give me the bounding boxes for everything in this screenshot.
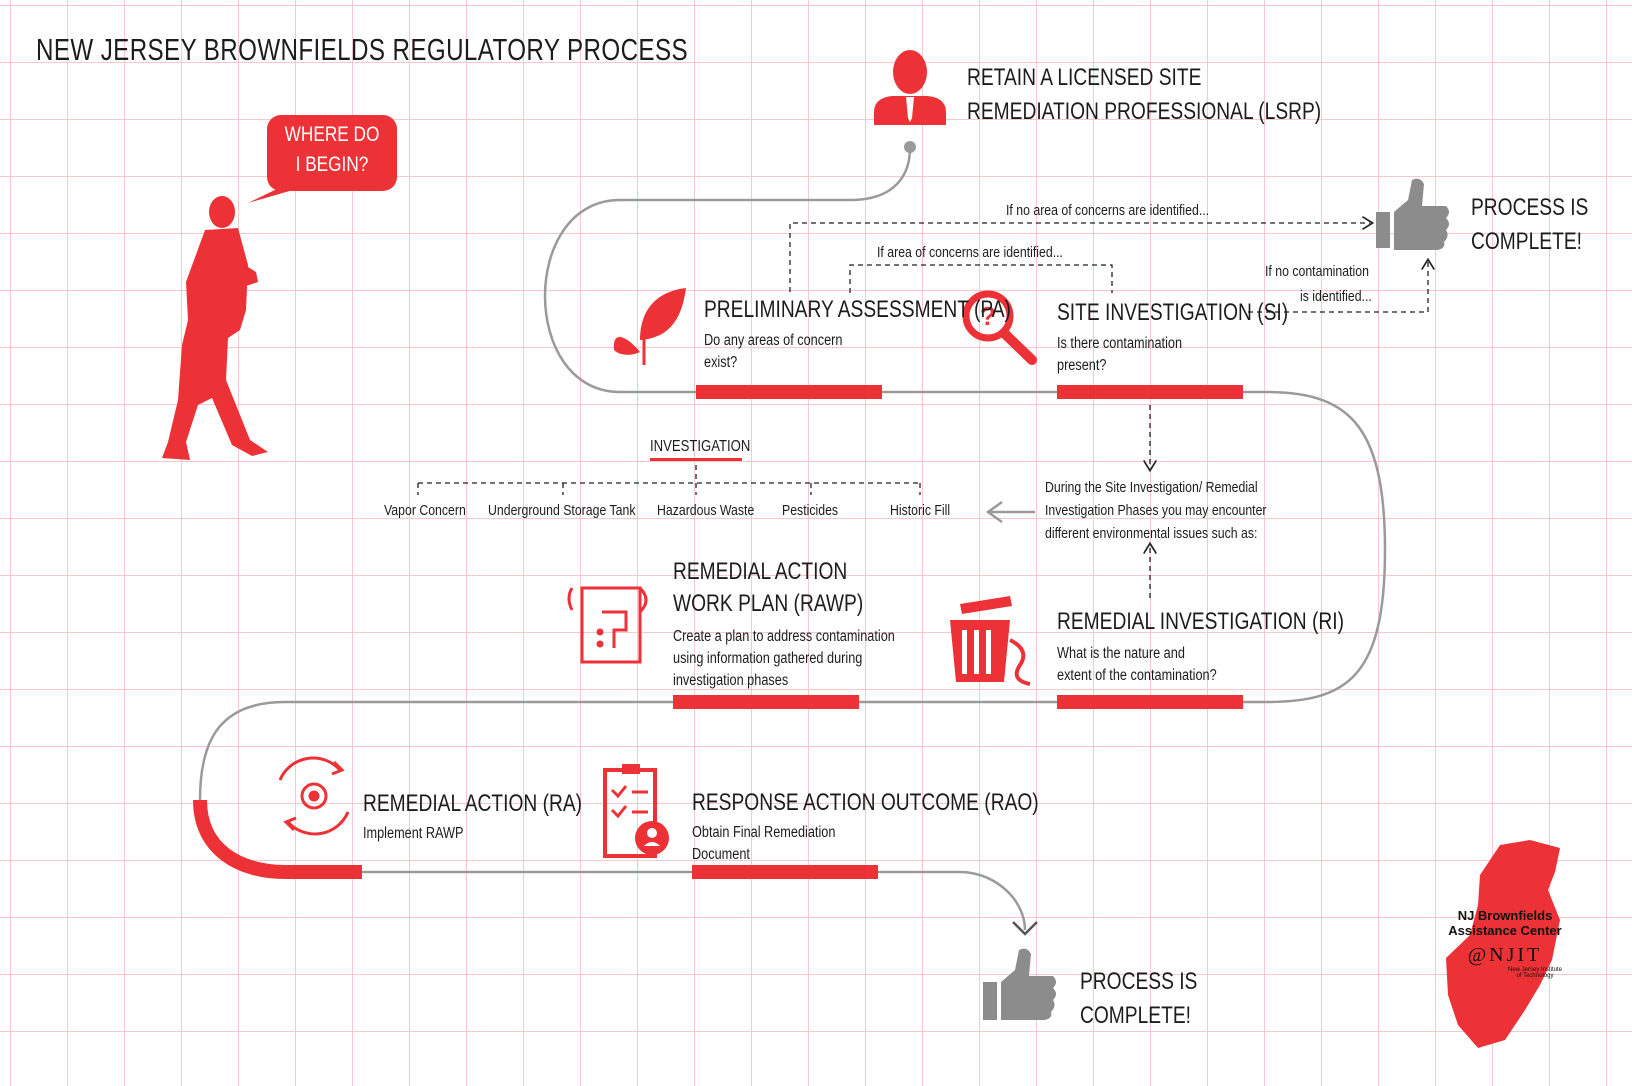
pa-desc-2: exist?	[704, 354, 738, 371]
speech-bubble	[248, 115, 397, 203]
no-aoc-branch-label: If no area of concerns are identified...	[1006, 202, 1210, 219]
investigation-heading: INVESTIGATION	[650, 438, 751, 455]
ra-desc-1: Implement RAWP	[363, 825, 464, 842]
pa-title: PRELIMINARY ASSESSMENT (PA)	[704, 296, 1011, 323]
path-start-dot	[904, 141, 916, 153]
person-tie-icon	[874, 50, 946, 125]
page-title: NEW JERSEY BROWNFIELDS REGULATORY PROCES…	[36, 32, 688, 67]
bubble-line-2: I BEGIN?	[295, 153, 369, 176]
aoc-branch-label: If area of concerns are identified...	[877, 244, 1063, 261]
svg-text:?: ?	[980, 301, 996, 331]
no-contam-branch-line	[1248, 262, 1428, 313]
investigation-underline	[650, 458, 742, 461]
investigation-item-vapor: Vapor Concern	[384, 502, 466, 519]
investigation-item-hazardous: Hazardous Waste	[657, 502, 755, 519]
investigation-tree	[417, 465, 921, 495]
rao-bar	[692, 865, 878, 879]
complete-top-line-2: COMPLETE!	[1471, 228, 1582, 255]
si-desc-2: present?	[1057, 357, 1107, 374]
ra-bar	[193, 799, 362, 879]
rawp-title-2: WORK PLAN (RAWP)	[673, 590, 864, 617]
complete-top-line-1: PROCESS IS	[1471, 194, 1589, 221]
complete-bottom-line-1: PROCESS IS	[1080, 968, 1198, 995]
ri-desc-2: extent of the contamination?	[1057, 667, 1217, 684]
thumbs-up-icon-top	[1376, 178, 1449, 250]
no-aoc-branch-line	[789, 223, 1370, 292]
investigation-item-fill: Historic Fill	[890, 502, 951, 519]
aoc-branch-line	[849, 264, 1113, 293]
rawp-desc-1: Create a plan to address contamination	[673, 628, 895, 645]
lsrp-title-line-1: RETAIN A LICENSED SITE	[967, 64, 1202, 91]
investigation-item-ust: Underground Storage Tank	[488, 502, 636, 519]
no-contam-label-2: is identified...	[1300, 288, 1372, 305]
ra-title: REMEDIAL ACTION (RA)	[363, 790, 583, 817]
investigation-item-pesticides: Pesticides	[782, 502, 839, 519]
nj-state-map-icon	[1446, 840, 1560, 1048]
ri-bar	[1057, 695, 1243, 709]
bubble-line-1: WHERE DO	[284, 123, 380, 146]
logo-sub-2: of Technology	[1516, 973, 1554, 979]
rao-desc-1: Obtain Final Remediation	[692, 824, 836, 841]
path-end-arrow	[1012, 921, 1038, 936]
leaf-icon	[613, 288, 686, 365]
rawp-desc-3: investigation phases	[673, 672, 789, 689]
rao-title: RESPONSE ACTION OUTCOME (RAO)	[692, 789, 1039, 816]
si-desc-1: Is there contamination	[1057, 335, 1183, 352]
thumbs-up-icon-bottom	[983, 948, 1056, 1020]
ri-title: REMEDIAL INVESTIGATION (RI)	[1057, 608, 1344, 635]
rawp-title-1: REMEDIAL ACTION	[673, 558, 848, 585]
lsrp-title-line-2: REMEDIATION PROFESSIONAL (LSRP)	[967, 98, 1322, 125]
issues-note-3: different environmental issues such as:	[1045, 525, 1258, 542]
blueprint-icon	[567, 586, 648, 664]
ri-desc-1: What is the nature and	[1057, 645, 1185, 662]
logo-brand: @NJIT	[1467, 944, 1543, 966]
logo-sub-1: New Jersey Institute	[1507, 967, 1563, 973]
issues-note-2: Investigation Phases you may encounter	[1045, 502, 1267, 519]
complete-bottom-line-2: COMPLETE!	[1080, 1002, 1191, 1029]
no-contam-label-1: If no contamination	[1265, 263, 1369, 280]
rao-desc-2: Document	[692, 846, 750, 863]
rawp-bar	[673, 695, 859, 709]
si-bar	[1057, 385, 1243, 399]
issues-arrow	[985, 500, 1035, 524]
magnifier-question-icon: ?	[962, 290, 1037, 365]
rawp-desc-2: using information gathered during	[673, 650, 863, 667]
njit-logo: NJ Brownfields Assistance Center @NJIT N…	[1430, 908, 1580, 979]
pa-bar	[696, 385, 882, 399]
issues-note-1: During the Site Investigation/ Remedial	[1045, 479, 1258, 496]
pa-desc-1: Do any areas of concern	[704, 332, 843, 349]
logo-line-1: NJ Brownfields	[1457, 908, 1553, 923]
checklist-person-icon	[603, 764, 669, 858]
logo-line-2: Assistance Center	[1448, 923, 1562, 938]
speech-bubble-text: WHERE DO I BEGIN?	[267, 120, 397, 180]
trash-can-icon	[950, 596, 1031, 686]
si-title: SITE INVESTIGATION (SI)	[1057, 299, 1289, 326]
gear-cycle-icon	[278, 756, 350, 836]
walking-man-silhouette	[162, 196, 268, 460]
